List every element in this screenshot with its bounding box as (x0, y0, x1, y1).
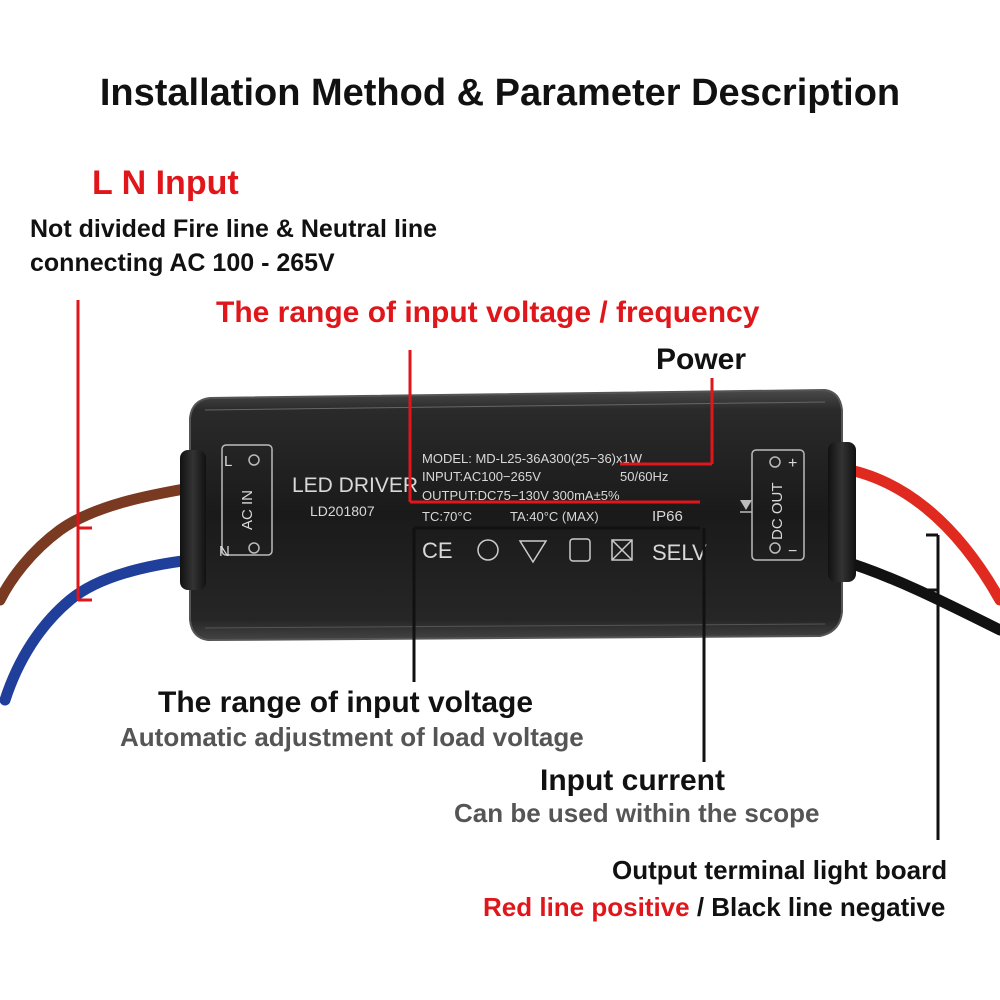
right-end-cap (828, 442, 856, 582)
selv-mark: SELV (652, 540, 707, 565)
black-wire (834, 554, 1000, 636)
ac-in-label: AC IN (239, 490, 256, 530)
input-voltage-heading: The range of input voltage (158, 686, 534, 719)
polarity-separator: / (689, 892, 712, 922)
driver-model: MODEL: MD-L25-36A300(25−36)x1W (422, 451, 643, 466)
driver-ta: TA:40°C (MAX) (510, 509, 599, 524)
blue-wire (0, 554, 196, 706)
black-negative-text: Black line negative (711, 892, 946, 922)
red-wire (834, 462, 1000, 606)
ln-input-line-1: Not divided Fire line & Neutral line (30, 215, 438, 243)
driver-freq: 50/60Hz (620, 469, 668, 484)
cert-icon-1 (477, 539, 499, 561)
ce-mark: CE (422, 538, 453, 563)
cert-icon-3 (569, 538, 591, 562)
power-pointer (620, 378, 714, 466)
ln-input-description: Not divided Fire line & Neutral line con… (30, 212, 437, 280)
red-positive-text: Red line positive (483, 892, 690, 922)
driver-plus: + (788, 455, 797, 472)
brown-wire (0, 482, 196, 606)
output-terminal-heading: Output terminal light board (612, 855, 948, 885)
driver-tc: TC:70°C (422, 509, 472, 524)
driver-input: INPUT:AC100−265V (422, 469, 541, 484)
dc-out-label: DC OUT (769, 483, 786, 541)
output-terminal-pointer (926, 533, 940, 840)
driver-n-label: N (219, 543, 230, 560)
cert-icon-4 (611, 539, 633, 561)
ln-input-pointer (76, 300, 92, 602)
voltage-frequency-pointer (408, 350, 700, 504)
ac-in-box (221, 444, 273, 556)
input-current-heading: Input current (540, 764, 725, 797)
driver-code: LD201807 (310, 503, 375, 519)
page-title: Installation Method & Parameter Descript… (99, 72, 901, 114)
driver-housing (189, 388, 843, 642)
power-label: Power (656, 343, 747, 376)
driver-minus: − (788, 543, 797, 560)
driver-ip: IP66 (652, 508, 683, 525)
input-voltage-pointer (412, 526, 700, 682)
ln-input-heading: L N Input (92, 164, 239, 202)
driver-brand: LED DRIVER (292, 474, 418, 497)
output-polarity-line: Red line positive / Black line negative (483, 892, 945, 923)
dc-out-box (751, 449, 805, 561)
ln-input-line-2: connecting AC 100 - 265V (30, 249, 335, 277)
voltage-frequency-label: The range of input voltage / frequency (216, 296, 760, 329)
driver-l-label: L (224, 453, 232, 470)
input-current-sub: Can be used within the scope (454, 798, 820, 828)
left-end-cap (180, 450, 206, 590)
input-voltage-sub: Automatic adjustment of load voltage (120, 722, 584, 752)
cert-icon-2 (518, 540, 548, 564)
driver-output: OUTPUT:DC75−130V 300mA±5% (422, 488, 620, 503)
